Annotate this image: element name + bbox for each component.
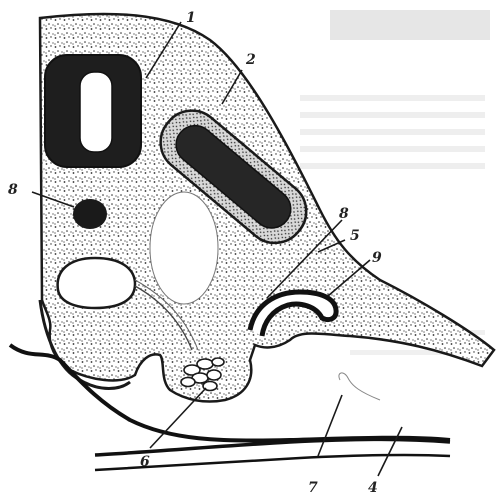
label-5: 5 — [350, 228, 360, 244]
structure-1-core — [80, 72, 112, 152]
bottom-strand-upper — [95, 439, 450, 455]
label-7: 7 — [308, 480, 318, 494]
bottom-loop-thread — [339, 373, 380, 400]
label-2: 2 — [245, 52, 256, 68]
label-8: 8 — [339, 206, 349, 222]
left-cavity — [58, 258, 135, 308]
clear-oval — [150, 192, 218, 304]
structure-3-dot — [73, 199, 107, 229]
label-6: 6 — [140, 454, 150, 470]
label-3: 8 — [8, 182, 18, 198]
label-4: 4 — [368, 480, 378, 494]
label-9: 9 — [372, 250, 382, 266]
label-1: 1 — [186, 10, 196, 26]
